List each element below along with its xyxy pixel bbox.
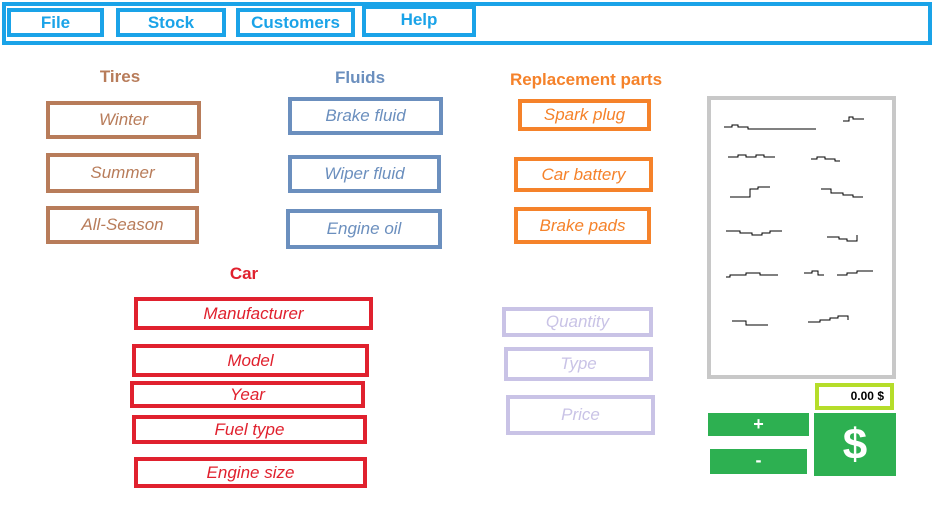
tire-winter-option[interactable]: Winter bbox=[46, 101, 201, 139]
price-field[interactable]: Price bbox=[506, 395, 655, 435]
menu-bar bbox=[2, 2, 932, 45]
decrease-quantity-button[interactable]: - bbox=[710, 449, 807, 474]
parts-heading: Replacement parts bbox=[509, 70, 663, 89]
total-amount-display: 0.00 $ bbox=[815, 383, 894, 410]
car-manufacturer-field[interactable]: Manufacturer bbox=[134, 297, 373, 330]
receipt-panel bbox=[707, 96, 896, 379]
car-heading: Car bbox=[229, 264, 259, 283]
type-field[interactable]: Type bbox=[504, 347, 653, 381]
tires-heading: Tires bbox=[99, 67, 141, 86]
receipt-lines-sketch bbox=[724, 116, 873, 326]
car-fuel-type-field[interactable]: Fuel type bbox=[132, 415, 367, 444]
menu-customers[interactable]: Customers bbox=[236, 8, 355, 37]
fluid-engine-oil-option[interactable]: Engine oil bbox=[286, 209, 442, 249]
fluids-heading: Fluids bbox=[334, 68, 386, 87]
fluid-brake-fluid-option[interactable]: Brake fluid bbox=[288, 97, 443, 135]
pay-button[interactable]: $ bbox=[814, 413, 896, 476]
car-engine-size-field[interactable]: Engine size bbox=[134, 457, 367, 488]
quantity-field[interactable]: Quantity bbox=[502, 307, 653, 337]
increase-quantity-button[interactable]: + bbox=[708, 413, 809, 436]
tire-summer-option[interactable]: Summer bbox=[46, 153, 199, 193]
menu-help[interactable]: Help bbox=[362, 5, 476, 37]
part-spark-plug-option[interactable]: Spark plug bbox=[518, 99, 651, 131]
menu-file[interactable]: File bbox=[7, 8, 104, 37]
dollar-icon: $ bbox=[842, 420, 868, 469]
part-brake-pads-option[interactable]: Brake pads bbox=[514, 207, 651, 244]
tire-all-season-option[interactable]: All-Season bbox=[46, 206, 199, 244]
fluid-wiper-fluid-option[interactable]: Wiper fluid bbox=[288, 155, 441, 193]
part-car-battery-option[interactable]: Car battery bbox=[514, 157, 653, 192]
car-year-field[interactable]: Year bbox=[130, 381, 365, 408]
car-model-field[interactable]: Model bbox=[132, 344, 369, 377]
menu-stock[interactable]: Stock bbox=[116, 8, 226, 37]
